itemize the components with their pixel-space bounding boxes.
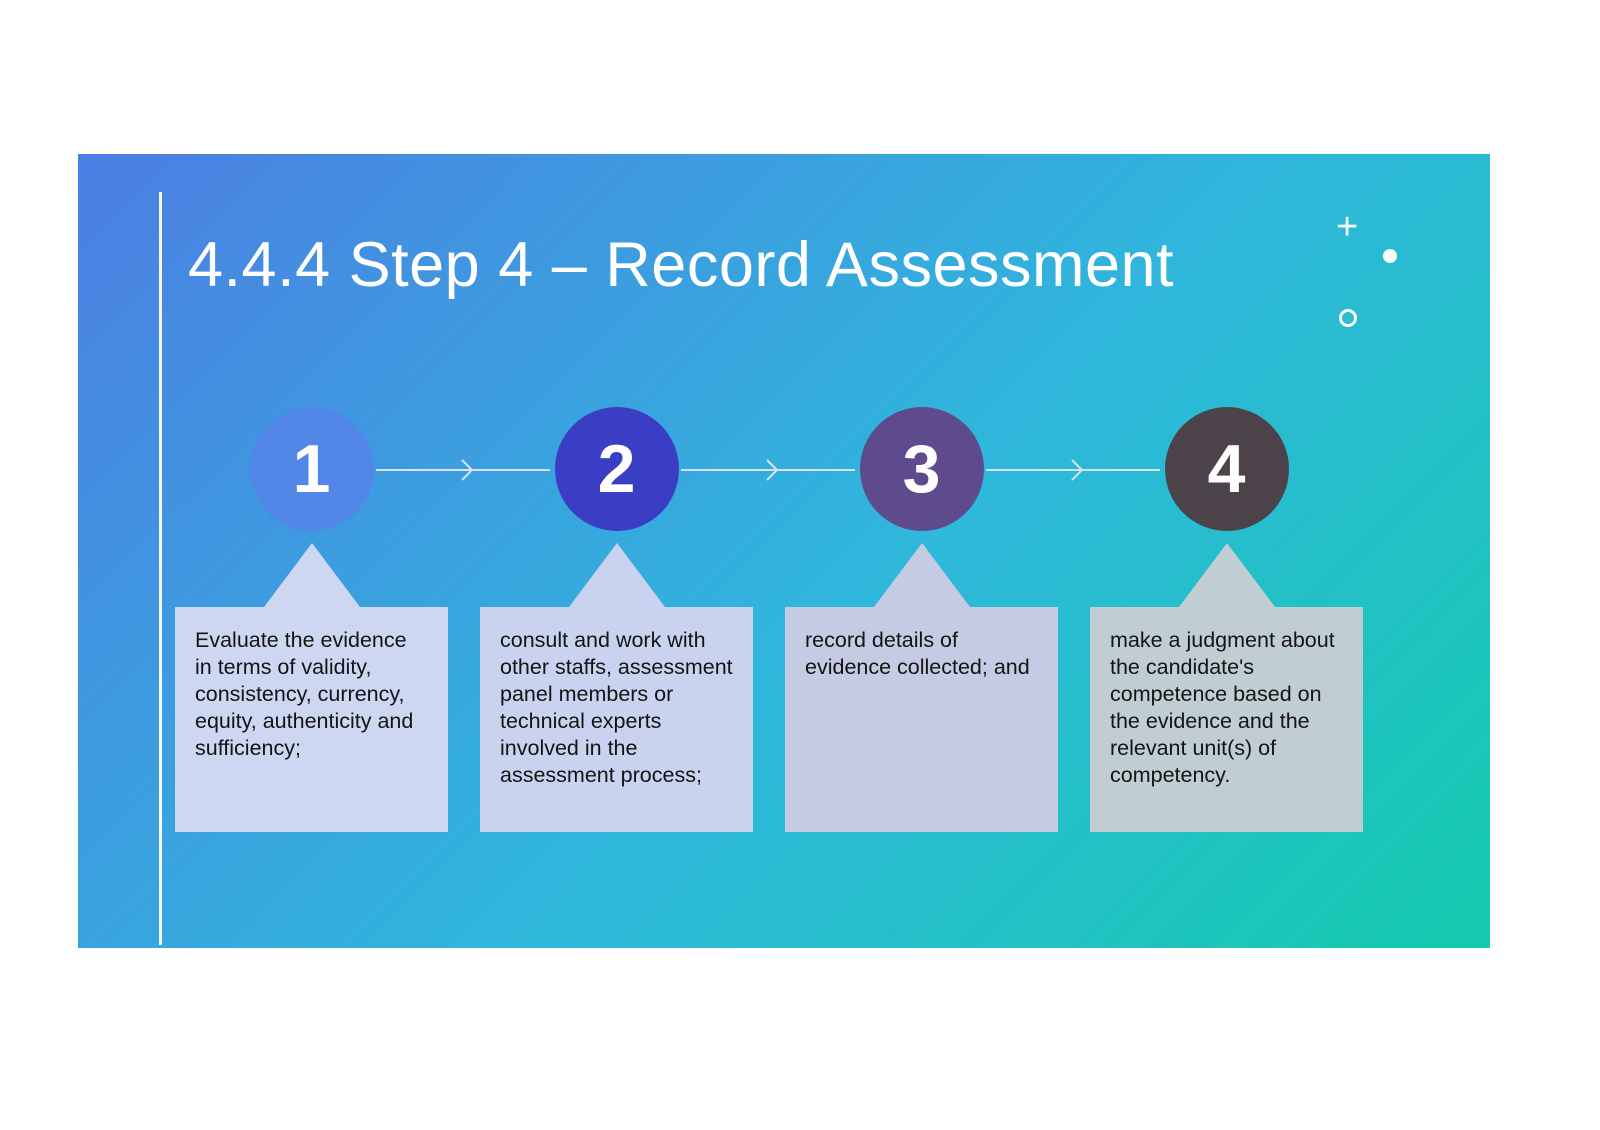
- step-1-number: 1: [292, 431, 331, 507]
- step-3-number: 3: [902, 431, 941, 507]
- accent-vertical-line: [159, 192, 162, 945]
- arrow-connector-3: [986, 459, 1160, 481]
- step-2-text: consult and work with other staffs, asse…: [500, 628, 733, 788]
- step-1: 1 Evaluate the evidence in terms of vali…: [175, 407, 448, 832]
- step-1-pointer: [263, 543, 360, 607]
- step-4-text: make a judgment about the candidate's co…: [1110, 628, 1335, 788]
- ring-icon: [1339, 309, 1357, 327]
- dot-icon: [1383, 249, 1397, 263]
- plus-icon: +: [1336, 206, 1359, 248]
- step-2: 2 consult and work with other staffs, as…: [480, 407, 753, 832]
- step-3-pointer: [873, 543, 970, 607]
- step-3-box: record details of evidence collected; an…: [785, 607, 1058, 832]
- slide-background: 4.4.4 Step 4 – Record Assessment + 1 Eva…: [78, 154, 1490, 948]
- step-4-circle: 4: [1164, 407, 1289, 531]
- arrow-connector-1: [376, 459, 550, 481]
- step-4-pointer: [1178, 543, 1275, 607]
- step-2-number: 2: [597, 431, 636, 507]
- step-2-pointer: [568, 543, 665, 607]
- step-1-circle: 1: [249, 407, 374, 531]
- arrow-connector-2: [681, 459, 855, 481]
- step-4-box: make a judgment about the candidate's co…: [1090, 607, 1363, 832]
- step-4-number: 4: [1207, 431, 1246, 507]
- step-3: 3 record details of evidence collected; …: [785, 407, 1058, 832]
- step-2-box: consult and work with other staffs, asse…: [480, 607, 753, 832]
- step-1-text: Evaluate the evidence in terms of validi…: [195, 628, 414, 761]
- slide-title: 4.4.4 Step 4 – Record Assessment: [188, 230, 1175, 300]
- step-1-box: Evaluate the evidence in terms of validi…: [175, 607, 448, 832]
- step-3-circle: 3: [859, 407, 984, 531]
- step-2-circle: 2: [554, 407, 679, 531]
- step-3-text: record details of evidence collected; an…: [805, 628, 1030, 680]
- step-4: 4 make a judgment about the candidate's …: [1090, 407, 1363, 832]
